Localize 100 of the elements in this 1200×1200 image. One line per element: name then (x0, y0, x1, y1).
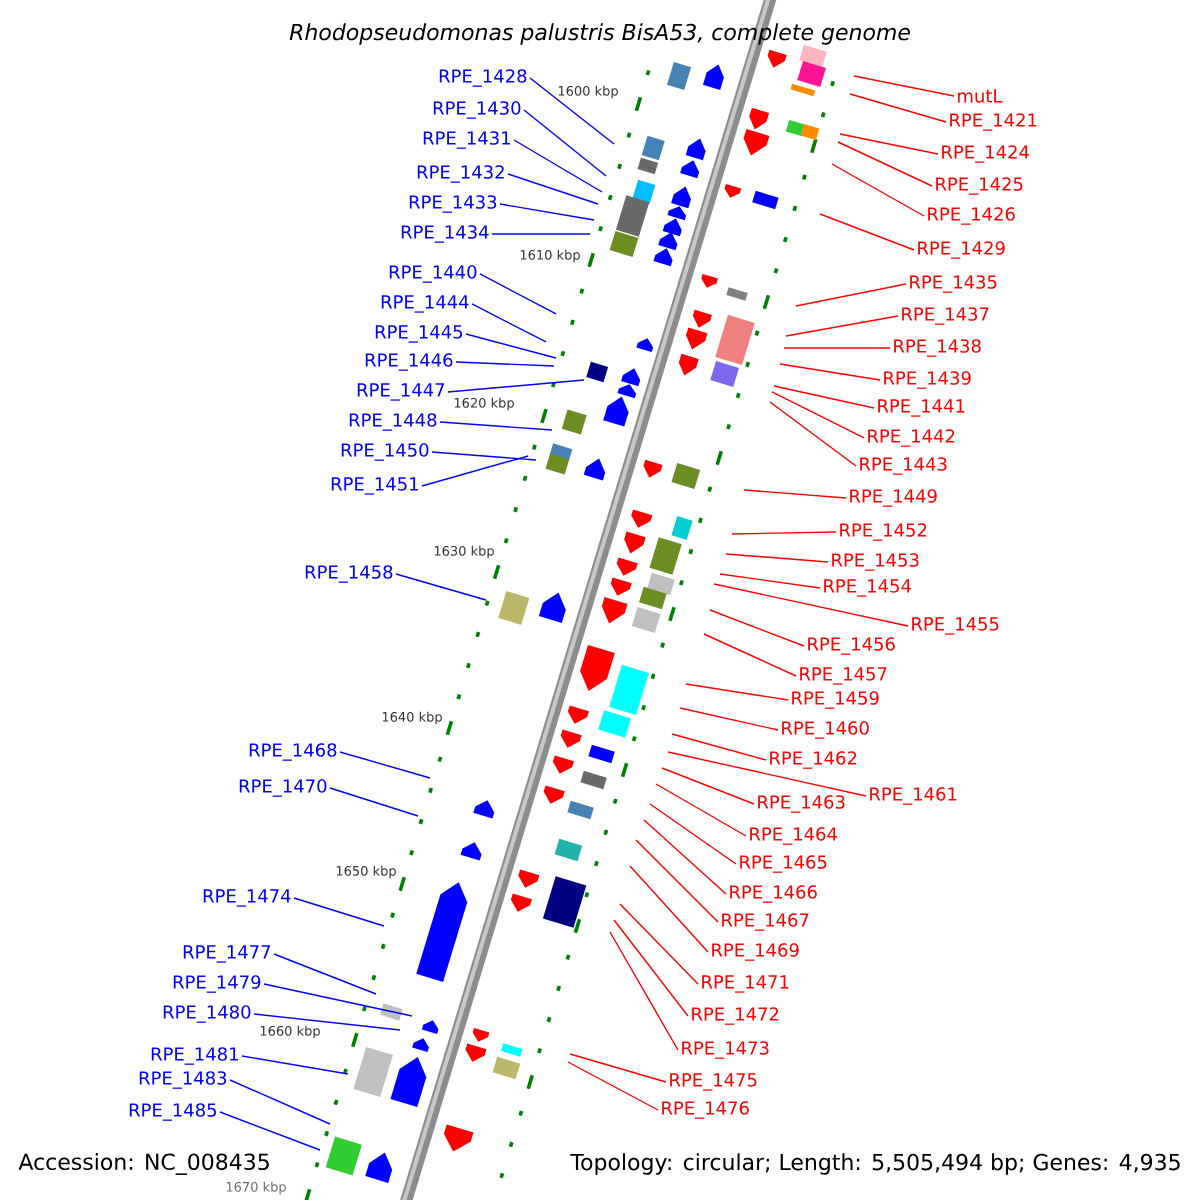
leader-line (471, 303, 547, 343)
leader-line (783, 347, 891, 349)
leader-line (671, 733, 767, 761)
leader-line (731, 531, 837, 535)
leader-line (499, 203, 595, 221)
leader-line (455, 361, 555, 367)
gene-label: RPE_1444 (381, 295, 469, 313)
gene-label: RPE_1479 (173, 975, 261, 993)
leader-line (661, 767, 755, 805)
gene-label: RPE_1425 (936, 177, 1023, 195)
gene-label: RPE_1448 (349, 413, 437, 431)
gene-label: RPE_1446 (365, 353, 453, 371)
leader-line (619, 903, 699, 985)
leader-line (253, 1013, 401, 1031)
leader-line (703, 633, 797, 677)
leader-line (709, 609, 805, 647)
gene-label: RPE_1475 (670, 1073, 757, 1091)
accession-text: Accession: NC_008435 (18, 1153, 269, 1175)
gene-label: RPE_1437 (902, 307, 989, 325)
gene-label: RPE_1472 (692, 1007, 779, 1025)
leader-line (421, 455, 529, 487)
gene-label: RPE_1471 (702, 975, 789, 993)
gene-label: RPE_1465 (740, 855, 827, 873)
gene-label: RPE_1441 (878, 399, 965, 417)
leader-line (329, 787, 419, 817)
gene-label: RPE_1443 (860, 457, 947, 475)
leader-line (439, 421, 553, 431)
gene-label: RPE_1485 (129, 1103, 216, 1121)
gene-label: RPE_1467 (722, 913, 809, 931)
gene-label: RPE_1429 (918, 241, 1005, 259)
leader-line (773, 385, 875, 409)
leader-line (643, 819, 727, 895)
genome-info-text: Topology: circular; Length: 5,505,494 bp; Genes: 4,935 (568, 1151, 1184, 1177)
leader-line (771, 391, 865, 439)
gene-label: RPE_1483 (139, 1071, 227, 1089)
leader-line (569, 1053, 667, 1083)
gene-label: mutL (958, 89, 1003, 103)
leader-line (743, 489, 847, 499)
gene-label: RPE_1439 (884, 371, 971, 389)
gene-label: RPE_1468 (249, 743, 337, 761)
leader-line (667, 751, 867, 797)
gene-label: RPE_1456 (808, 637, 895, 655)
leader-line (567, 1061, 659, 1111)
leader-line (769, 401, 857, 467)
leader-line (679, 707, 779, 731)
leader-line (263, 983, 413, 1017)
title: Rhodopseudomonas palustris BisA53, complete genome (289, 23, 910, 45)
gene-label: RPE_1430 (433, 101, 521, 119)
leader-line (523, 109, 607, 177)
gene-label: RPE_1476 (662, 1101, 749, 1119)
gene-label: RPE_1461 (870, 787, 957, 805)
gene-label: RPE_1462 (770, 751, 857, 769)
leader-line (479, 273, 557, 315)
gene-label: RPE_1434 (401, 225, 489, 243)
gene-label: RPE_1421 (950, 113, 1037, 131)
leader-line (395, 573, 487, 601)
gene-label: RPE_1438 (894, 339, 981, 357)
leader-line (635, 839, 719, 923)
leader-line (529, 77, 615, 145)
gene-label: RPE_1473 (682, 1041, 769, 1059)
gene-label: RPE_1455 (912, 617, 999, 635)
gene-label: RPE_1459 (792, 691, 879, 709)
gene-label: RPE_1453 (832, 553, 919, 571)
leader-line (655, 783, 747, 837)
leader-line (273, 953, 377, 995)
gene-label: RPE_1474 (203, 889, 291, 907)
gene-label: RPE_1433 (409, 195, 497, 213)
leader-line (241, 1055, 349, 1075)
gene-label: RPE_1431 (423, 131, 510, 149)
leader-line (685, 683, 789, 701)
leader-line (779, 363, 881, 381)
leader-line (719, 573, 821, 589)
leader-line (831, 163, 925, 217)
gene-label: RPE_1447 (357, 383, 445, 401)
leader-line (795, 283, 907, 307)
leader-line (725, 553, 829, 563)
gene-label: RPE_1432 (417, 165, 504, 183)
gene-label: RPE_1480 (163, 1005, 251, 1023)
leader-line (513, 139, 603, 193)
leader-line (229, 1079, 331, 1125)
gene-label: RPE_1464 (750, 827, 837, 845)
leader-line (837, 141, 933, 187)
gene-label: RPE_1457 (800, 667, 887, 685)
gene-label: RPE_1428 (439, 69, 527, 87)
leader-line (293, 897, 385, 927)
gene-label: RPE_1460 (782, 721, 869, 739)
leader-line (853, 75, 955, 97)
gene-label: RPE_1445 (375, 325, 463, 343)
gene-label: RPE_1466 (730, 885, 817, 903)
gene-label: RPE_1440 (389, 265, 477, 283)
gene-label: RPE_1449 (850, 489, 937, 507)
leader-line (431, 451, 537, 461)
gene-label: RPE_1426 (928, 207, 1015, 225)
leader-line (339, 751, 431, 779)
leader-line (785, 315, 899, 337)
leader-line (507, 173, 599, 205)
gene-label: RPE_1470 (239, 779, 327, 797)
gene-label: RPE_1458 (305, 565, 393, 583)
leader-line (609, 931, 679, 1051)
leader-line (629, 865, 709, 953)
